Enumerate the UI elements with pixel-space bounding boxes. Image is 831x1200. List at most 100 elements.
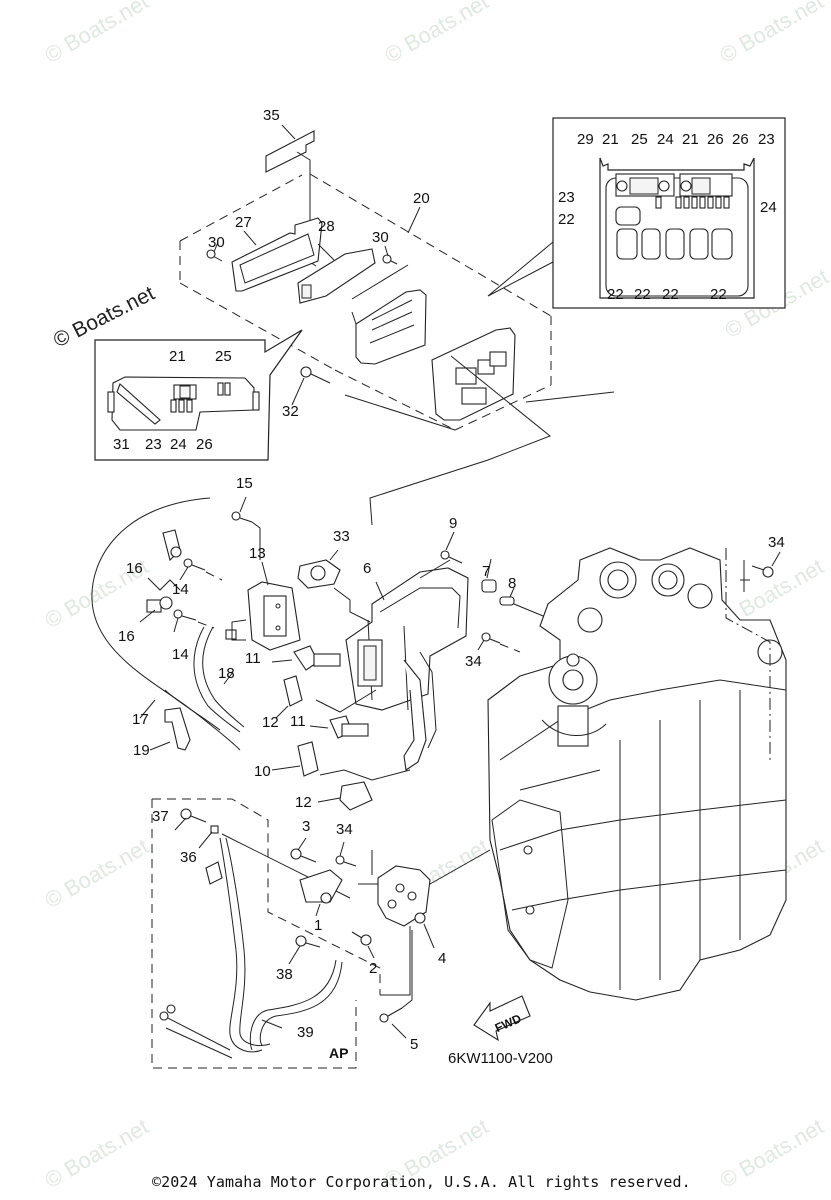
inset-callout-21: 21 xyxy=(602,131,619,148)
diagram-line xyxy=(369,299,415,344)
diagram-line xyxy=(448,556,463,564)
diagram-line xyxy=(223,671,234,685)
callout-12: 12 xyxy=(262,714,279,731)
diagram-line xyxy=(513,603,549,619)
diagram-line xyxy=(509,587,515,598)
diagram-line xyxy=(190,815,207,823)
diagram-line xyxy=(151,799,357,1069)
diagram-line xyxy=(315,689,377,713)
diagram-line xyxy=(283,675,303,707)
diagram-line xyxy=(164,707,191,751)
diagram-line xyxy=(419,651,437,749)
diagram-line xyxy=(333,587,371,623)
diagram-line xyxy=(360,934,372,946)
callout-5: 5 xyxy=(410,1036,418,1053)
inset-callout-24: 24 xyxy=(657,131,674,148)
diagram-line xyxy=(423,923,435,949)
diagram-line xyxy=(486,558,492,579)
diagram-line xyxy=(379,1013,389,1023)
diagram-line xyxy=(477,639,485,651)
diagram-line xyxy=(205,861,223,885)
watermark-faint: © Boats.net xyxy=(40,1114,152,1193)
diagram-line xyxy=(198,831,213,849)
diagram-line xyxy=(414,912,426,924)
drawing-code: 6KW1100-V200 xyxy=(448,1050,553,1067)
diagram-line xyxy=(320,892,332,904)
inset-callout-22: 22 xyxy=(662,286,679,303)
diagram-line xyxy=(159,1013,233,1059)
callout-14: 14 xyxy=(172,646,189,663)
inset-callout-24: 24 xyxy=(760,199,777,216)
diagram-line xyxy=(329,549,339,561)
diagram-line xyxy=(771,551,781,567)
diagram-line xyxy=(407,891,417,901)
diagram-line xyxy=(577,607,603,633)
diagram-line xyxy=(170,546,182,558)
diagram-line xyxy=(351,264,409,300)
diagram-line xyxy=(525,905,535,915)
callout-34: 34 xyxy=(465,653,482,670)
callout-16: 16 xyxy=(118,628,135,645)
diagram-line xyxy=(164,689,221,731)
diagram-line xyxy=(259,961,343,1046)
diagram-line xyxy=(334,369,456,431)
diagram-line xyxy=(231,511,241,521)
diagram-line xyxy=(499,643,521,653)
diagram-line xyxy=(179,566,189,581)
callout-9: 9 xyxy=(449,515,457,532)
inset-left-callout-26: 26 xyxy=(196,436,213,453)
diagram-line xyxy=(391,1023,407,1039)
diagram-line xyxy=(149,741,171,751)
diagram-line xyxy=(225,837,271,1047)
diagram-line xyxy=(299,869,343,903)
diagram-line xyxy=(225,629,237,640)
inset-box-top-right xyxy=(487,117,786,309)
callout-15: 15 xyxy=(236,475,253,492)
diagram-line xyxy=(290,848,302,860)
diagram-line xyxy=(377,865,431,927)
diagram-line xyxy=(295,935,307,947)
diagram-line xyxy=(395,883,405,893)
diagram-line xyxy=(174,817,187,831)
callout-19: 19 xyxy=(133,742,150,759)
inset-callout-25: 25 xyxy=(631,131,648,148)
diagram-line xyxy=(309,725,329,729)
diagram-line xyxy=(440,550,450,560)
callout-27: 27 xyxy=(235,214,252,231)
diagram-line xyxy=(525,391,615,403)
diagram-line xyxy=(297,741,319,777)
diagram-line xyxy=(489,638,501,644)
diagram-line xyxy=(343,861,357,867)
diagram-line xyxy=(263,595,287,637)
diagram-line xyxy=(562,669,584,691)
fwd-arrow-icon: FWD xyxy=(473,995,531,1042)
diagram-line xyxy=(243,230,257,246)
diagram-line xyxy=(261,561,269,586)
diagram-line xyxy=(297,837,307,851)
diagram-line xyxy=(193,626,241,733)
diagram-line xyxy=(301,284,312,299)
diagram-line xyxy=(489,351,507,367)
callout-8: 8 xyxy=(508,575,516,592)
diagram-line xyxy=(173,609,183,619)
diagram-line xyxy=(265,130,315,173)
diagram-line xyxy=(139,609,156,623)
inset-callout-21: 21 xyxy=(682,131,699,148)
callout-1: 1 xyxy=(314,917,322,934)
diagram-line xyxy=(275,603,281,609)
diagram-line xyxy=(239,233,315,284)
diagram-line xyxy=(291,377,305,406)
diagram-line xyxy=(275,705,289,719)
diagram-line xyxy=(181,615,197,621)
diagram-line xyxy=(300,855,317,863)
inset-callout-23: 23 xyxy=(558,189,575,206)
diagram-line xyxy=(213,241,219,253)
callout-30: 30 xyxy=(372,229,389,246)
diagram-line xyxy=(566,653,580,667)
callout-16: 16 xyxy=(126,560,143,577)
diagram-line xyxy=(239,496,247,513)
diagram-line xyxy=(317,797,341,803)
callout-38: 38 xyxy=(276,966,293,983)
diagram-line xyxy=(499,596,515,606)
callout-13: 13 xyxy=(249,545,266,562)
